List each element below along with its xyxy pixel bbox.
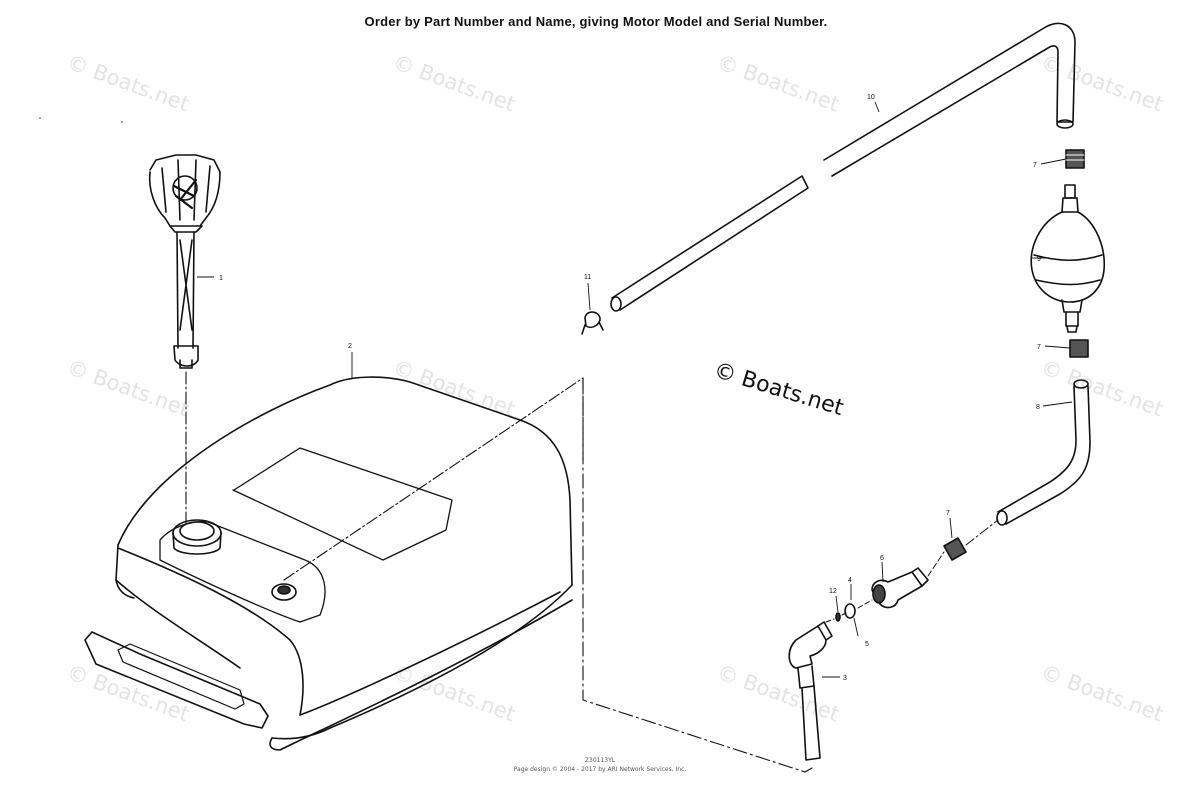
callout-7: 7 [1037, 344, 1041, 351]
callout-11: 11 [584, 274, 591, 281]
callout-7: 7 [946, 510, 950, 517]
callout-1: 1 [219, 275, 223, 282]
scan-dot [121, 121, 123, 123]
primer-bulb[interactable] [1030, 184, 1106, 333]
o-ring[interactable] [844, 603, 856, 619]
callout-3: 3 [843, 675, 847, 682]
callout-8: 8 [1036, 404, 1040, 411]
callout-5: 5 [865, 641, 869, 648]
callout-9: 9 [1037, 256, 1041, 263]
short-hose[interactable] [996, 379, 1091, 526]
washer[interactable] [835, 612, 841, 622]
hose-clamp[interactable] [581, 311, 604, 335]
diagram-code: Z30113YL [584, 757, 616, 764]
hose-fitting[interactable] [1069, 339, 1089, 358]
callout-12: 12 [829, 588, 837, 595]
fuel-gauge[interactable] [148, 154, 221, 369]
callout-7: 7 [1033, 162, 1037, 169]
callout-4: 4 [848, 577, 852, 584]
copyright-text: Page design © 2004 - 2017 by ARI Network… [513, 766, 687, 773]
fuel-hose[interactable] [610, 22, 1076, 312]
hose-fitting[interactable] [1065, 149, 1085, 169]
pickup-tube[interactable] [788, 621, 833, 761]
scan-dot [39, 117, 41, 119]
callout-10: 10 [867, 94, 875, 101]
order-instructions: Order by Part Number and Name, giving Mo… [364, 14, 828, 29]
fuel-tank[interactable] [84, 376, 573, 751]
callout-6: 6 [880, 555, 884, 562]
fuel-connector[interactable] [871, 567, 929, 609]
callout-leaders [197, 101, 1073, 678]
callout-2: 2 [348, 343, 352, 350]
hose-fitting[interactable] [943, 537, 967, 561]
